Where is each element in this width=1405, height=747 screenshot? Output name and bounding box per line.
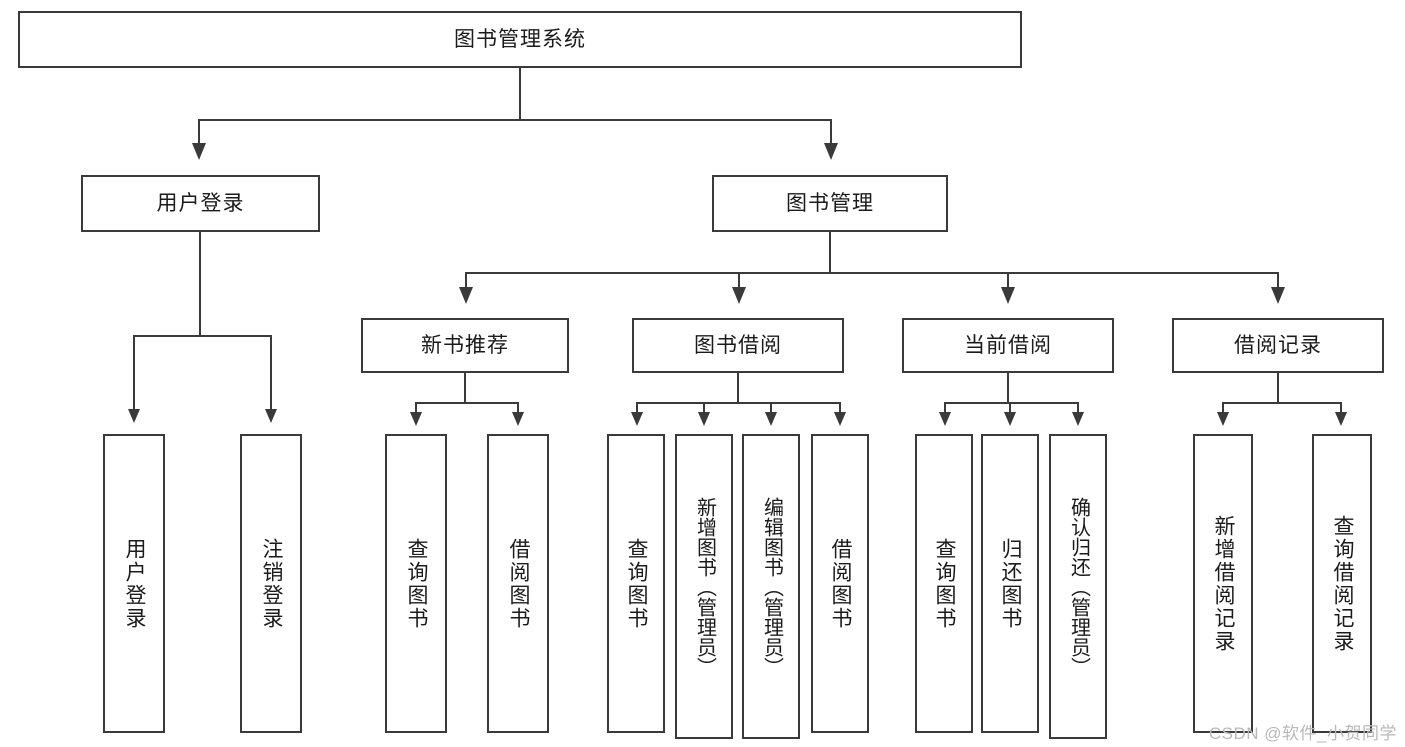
arrowhead-current-borrow-child-3 (1072, 412, 1084, 426)
connector-book-mgmt-child-1 (465, 272, 467, 289)
leaf-label: 新增借阅记录 (1212, 514, 1236, 653)
connector-new-book-stem (464, 373, 466, 403)
connector-user-login-child-2 (270, 335, 272, 411)
connector-book-borrow-stem (737, 373, 739, 403)
arrowhead-borrow-record-child-1 (1217, 412, 1229, 426)
node-root-system[interactable]: 图书管理系统 (18, 11, 1022, 68)
connector-borrow-record-bar (1222, 402, 1341, 404)
leaf-label: 查询借阅记录 (1331, 514, 1355, 653)
connector-book-mgmt-bar (465, 272, 1279, 274)
leaf-label: 编辑图书（管理员） (760, 496, 783, 677)
connector-new-book-child-1 (415, 402, 417, 414)
arrowhead-book-mgmt-child-4 (1271, 287, 1285, 304)
arrowhead-book-borrow-child-2 (698, 412, 710, 426)
arrowhead-book-borrow-child-1 (631, 412, 643, 426)
connector-current-borrow-child-1 (944, 402, 946, 414)
connector-current-borrow-bar (944, 402, 1078, 404)
connector-current-borrow-stem (1007, 373, 1009, 403)
arrowhead-book-borrow-child-3 (765, 412, 777, 426)
node-user-login[interactable]: 用户登录 (81, 175, 320, 232)
connector-book-borrow-bar (636, 402, 840, 404)
leaf-label: 注销登录 (260, 537, 284, 630)
connector-root-to-user-login (198, 119, 200, 145)
node-borrow-record[interactable]: 借阅记录 (1172, 318, 1384, 373)
connector-book-borrow-child-3 (770, 402, 772, 414)
leaf-label: 借阅图书 (507, 537, 531, 630)
connector-user-login-stem (199, 232, 201, 336)
leaf-current-return-book[interactable]: 归还图书 (981, 434, 1039, 733)
leaf-logout[interactable]: 注销登录 (240, 434, 302, 733)
connector-user-login-bar (133, 335, 272, 337)
arrowhead-root-to-book-mgmt (824, 143, 838, 160)
leaf-label: 借阅图书 (829, 537, 853, 630)
arrowhead-user-login-child-2 (265, 409, 277, 423)
node-new-book-recommend[interactable]: 新书推荐 (361, 318, 569, 373)
leaf-label: 确认归还（管理员） (1067, 496, 1090, 677)
arrowhead-user-login-child-1 (128, 409, 140, 423)
arrowhead-book-mgmt-child-2 (732, 287, 746, 304)
node-book-management[interactable]: 图书管理 (712, 175, 948, 232)
connector-book-mgmt-child-2 (738, 272, 740, 289)
leaf-label: 新增图书（管理员） (693, 496, 716, 677)
leaf-borrow-add-book-admin[interactable]: 新增图书（管理员） (675, 434, 733, 739)
leaf-label: 查询图书 (405, 537, 429, 630)
leaf-label: 查询图书 (625, 537, 649, 630)
connector-book-borrow-child-2 (703, 402, 705, 414)
connector-book-mgmt-stem (829, 232, 831, 273)
leaf-current-query-book[interactable]: 查询图书 (915, 434, 973, 733)
arrowhead-borrow-record-child-2 (1335, 412, 1347, 426)
connector-book-mgmt-child-4 (1277, 272, 1279, 289)
leaf-current-confirm-return-admin[interactable]: 确认归还（管理员） (1049, 434, 1107, 739)
connector-book-borrow-child-1 (636, 402, 638, 414)
connector-root-bar (198, 119, 832, 121)
connector-root-stem (519, 68, 521, 120)
arrowhead-new-book-child-1 (410, 412, 422, 426)
arrowhead-new-book-child-2 (512, 412, 524, 426)
leaf-record-add-record[interactable]: 新增借阅记录 (1193, 434, 1253, 733)
leaf-label: 归还图书 (999, 537, 1023, 630)
leaf-label: 查询图书 (933, 537, 957, 630)
node-book-borrow[interactable]: 图书借阅 (632, 318, 844, 373)
connector-root-to-book-mgmt (830, 119, 832, 145)
arrowhead-book-mgmt-child-3 (1001, 287, 1015, 304)
leaf-borrow-edit-book-admin[interactable]: 编辑图书（管理员） (742, 434, 800, 739)
arrowhead-current-borrow-child-1 (939, 412, 951, 426)
leaf-borrow-borrow-book[interactable]: 借阅图书 (811, 434, 869, 733)
arrowhead-root-to-user-login (192, 143, 206, 160)
leaf-user-login[interactable]: 用户登录 (103, 434, 165, 733)
connector-new-book-bar (415, 402, 519, 404)
arrowhead-book-borrow-child-4 (834, 412, 846, 426)
watermark-label: CSDN @软件_小贺同学 (1208, 724, 1397, 743)
connector-user-login-child-1 (133, 335, 135, 411)
node-current-borrow[interactable]: 当前借阅 (902, 318, 1114, 373)
arrowhead-current-borrow-child-2 (1004, 412, 1016, 426)
leaf-recommend-query-book[interactable]: 查询图书 (385, 434, 447, 733)
connector-borrow-record-child-1 (1222, 402, 1224, 414)
connector-new-book-child-2 (517, 402, 519, 414)
leaf-borrow-query-book[interactable]: 查询图书 (607, 434, 665, 733)
connector-current-borrow-child-3 (1077, 402, 1079, 414)
leaf-record-query-record[interactable]: 查询借阅记录 (1312, 434, 1372, 733)
arrowhead-book-mgmt-child-1 (459, 287, 473, 304)
connector-current-borrow-child-2 (1009, 402, 1011, 414)
leaf-recommend-borrow-book[interactable]: 借阅图书 (487, 434, 549, 733)
connector-book-mgmt-child-3 (1007, 272, 1009, 289)
connector-borrow-record-child-2 (1340, 402, 1342, 414)
leaf-label: 用户登录 (123, 537, 147, 630)
connector-book-borrow-child-4 (839, 402, 841, 414)
connector-borrow-record-stem (1277, 373, 1279, 403)
